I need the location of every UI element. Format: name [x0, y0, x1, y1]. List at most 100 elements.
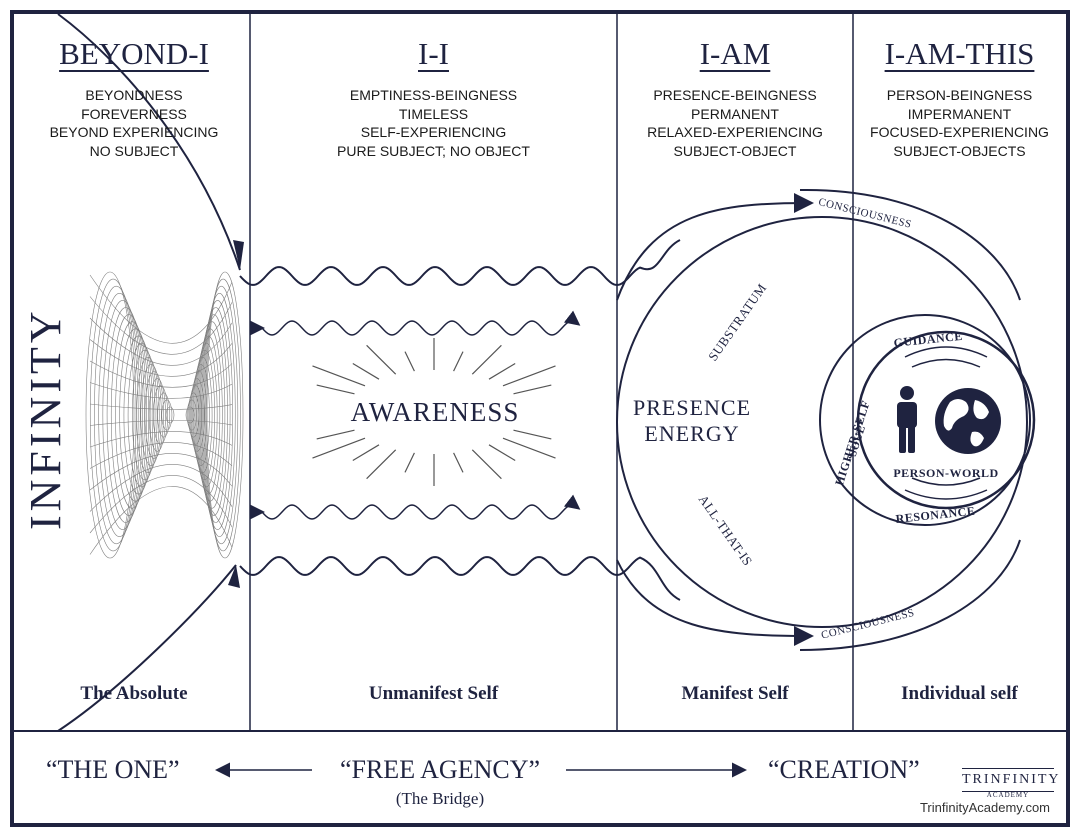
funnel-ring — [102, 300, 143, 530]
title-i-i: I-I — [418, 36, 449, 71]
presence-energy-label: PRESENCE ENERGY — [632, 395, 752, 447]
the-bridge-label: (The Bridge) — [395, 789, 485, 808]
funnel-ring — [200, 314, 228, 516]
desc-i-am-this: PERSON-BEINGNESS IMPERMANENT FOCUSED-EXP… — [853, 86, 1066, 160]
desc-line: BEYOND EXPERIENCING — [49, 124, 219, 140]
awareness-ray — [312, 437, 366, 459]
awareness-label: AWARENESS — [350, 397, 520, 427]
funnel-ring — [110, 314, 147, 516]
consciousness-arc-bottom-right — [799, 539, 1021, 651]
title-i-am-this: I-AM-THIS — [884, 36, 1035, 71]
arrow-curve-bottom — [57, 564, 237, 732]
funnel-meridian — [89, 475, 233, 534]
awareness-ray — [312, 365, 366, 387]
consciousness-arc-bottom-left — [616, 559, 814, 646]
wave-small-top — [248, 310, 581, 336]
desc-line: PERSON-BEINGNESS — [886, 87, 1033, 103]
title-beyond-i: BEYOND-I — [59, 36, 209, 71]
desc-line: SELF-EXPERIENCING — [360, 124, 507, 140]
funnel-ring — [194, 349, 215, 481]
funnel-ring — [201, 307, 231, 523]
website-link[interactable]: TrinfinityAcademy.com — [919, 800, 1051, 815]
resonance-arc-1 — [904, 489, 988, 500]
resonance-arc-2 — [911, 477, 981, 486]
funnel-ring — [89, 278, 137, 552]
arrow-head-top — [233, 240, 244, 270]
funnel-meridian — [89, 339, 233, 377]
arrow-head-bottom — [228, 565, 240, 588]
funnel-meridian — [89, 403, 233, 410]
consciousness-arc-top-left — [616, 193, 814, 301]
funnel-ring — [94, 285, 139, 545]
funnel-meridian — [89, 382, 233, 399]
footer-manifest-self: Manifest Self — [681, 683, 789, 704]
wave-bottom — [239, 556, 681, 601]
awareness-ray — [453, 351, 464, 372]
funnel-ring — [148, 378, 166, 452]
person-world-circle — [856, 330, 1036, 510]
awareness-ray — [366, 344, 397, 375]
infinity-label: INFINITY — [21, 307, 70, 530]
funnel-meridian — [89, 360, 233, 388]
desc-line: PURE SUBJECT; NO OBJECT — [337, 142, 530, 159]
desc-line: RELAXED-EXPERIENCING — [647, 124, 823, 140]
logo-sub: ACADEMY — [986, 791, 1030, 799]
free-agency-label: “FREE AGENCY” — [339, 755, 541, 784]
desc-line: IMPERMANENT — [907, 105, 1012, 122]
awareness-ray — [502, 437, 556, 459]
funnel-ring — [136, 356, 160, 473]
presence-line: PRESENCE — [632, 395, 752, 420]
funnel-meridian — [89, 453, 233, 491]
funnel-meridian — [89, 296, 233, 355]
funnel-ring — [153, 385, 169, 445]
funnel-meridian — [89, 486, 233, 555]
funnel-ring — [132, 349, 158, 481]
desc-line: SUBJECT-OBJECTS — [893, 142, 1026, 159]
funnel-ring — [98, 292, 141, 537]
guidance-arc-2 — [911, 358, 981, 368]
desc-line: FOCUSED-EXPERIENCING — [870, 124, 1049, 140]
awareness-ray — [513, 429, 552, 440]
awareness-ray — [488, 444, 516, 462]
awareness-ray — [316, 384, 355, 395]
awareness-ray — [352, 444, 380, 462]
desc-line: TIMELESS — [398, 105, 469, 122]
funnel-ring — [85, 271, 135, 559]
awareness-ray — [488, 362, 516, 380]
desc-line: SUBJECT-OBJECT — [673, 142, 797, 159]
funnel-ring — [115, 321, 150, 509]
funnel-ring — [206, 271, 244, 559]
desc-line: EMPTINESS-BEINGNESS — [349, 87, 518, 103]
funnel-ring — [203, 292, 236, 537]
awareness-rays — [312, 338, 556, 486]
desc-i-i: EMPTINESS-BEINGNESS TIMELESS SELF-EXPERI… — [250, 86, 617, 160]
funnel-ring — [202, 300, 234, 530]
funnel-meridian — [89, 420, 233, 426]
awareness-ray — [316, 429, 355, 440]
desc-line: PERMANENT — [691, 105, 779, 122]
globe-icon — [935, 388, 1001, 454]
awareness-ray — [404, 452, 415, 473]
funnel-ring — [204, 285, 239, 545]
funnel-meridian — [89, 274, 233, 344]
desc-line: NO SUBJECT — [89, 142, 179, 159]
desc-beyond-i: BEYONDNESS FOREVERNESS BEYOND EXPERIENCI… — [18, 86, 250, 160]
wormhole-graphic — [85, 271, 244, 559]
trinfinity-logo: TRINFINITY — [962, 768, 1059, 792]
funnel-meridian — [89, 464, 233, 512]
funnel-ring — [106, 307, 145, 523]
guidance-arc-1 — [904, 346, 988, 358]
higher-self-circle — [819, 314, 1031, 526]
wave-top — [239, 239, 681, 286]
footer-individual-self: Individual self — [901, 683, 1018, 704]
funnel-ring — [205, 278, 241, 552]
funnel-ring — [165, 406, 175, 424]
funnel-ring — [197, 328, 223, 502]
consciousness-arc-top-right — [799, 188, 1021, 301]
funnel-ring — [119, 328, 152, 502]
awareness-ray — [502, 365, 556, 387]
wave-small-bottom — [248, 494, 581, 520]
awareness-ray — [513, 384, 552, 395]
awareness-ray — [352, 362, 380, 380]
